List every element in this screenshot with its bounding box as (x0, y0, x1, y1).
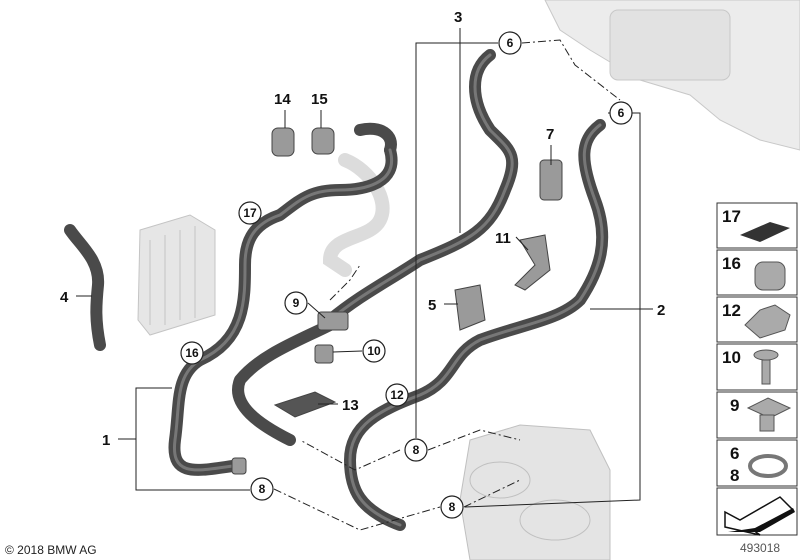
callout-7: 7 (546, 126, 554, 143)
legend-8: 8 (730, 466, 739, 485)
nut-9-icon (746, 397, 792, 432)
callout-4: 4 (60, 289, 69, 306)
legend-17: 17 (722, 207, 741, 226)
callout-9: 9 (293, 296, 300, 310)
screw-10-icon (753, 349, 779, 385)
callout-11: 11 (495, 230, 511, 247)
legend-16: 16 (722, 254, 741, 273)
callout-8-left: 8 (259, 482, 266, 496)
heater-housing-ghost (544, 0, 800, 151)
callout-15: 15 (311, 91, 328, 108)
callout-14: 14 (274, 91, 291, 108)
connector-9 (317, 311, 349, 331)
legend-9: 9 (730, 396, 739, 415)
callout-5: 5 (428, 297, 436, 314)
arrow-icon (724, 496, 795, 536)
hose-16-lower (232, 319, 336, 446)
clip-12-icon (744, 304, 791, 339)
clamp-16-icon (754, 261, 786, 291)
engine-ghost (459, 424, 611, 560)
callout-12: 12 (390, 388, 404, 402)
hose-top-clamp (354, 122, 397, 156)
clamp-14 (271, 127, 295, 157)
callout-17: 17 (243, 206, 257, 220)
callout-3: 3 (454, 9, 462, 26)
callout-8-middle: 8 (413, 443, 420, 457)
dash-lines (273, 39, 621, 531)
holder-5 (454, 284, 486, 331)
diagram-number: 493018 (740, 541, 781, 555)
fitting-10 (314, 344, 334, 364)
pad-13 (273, 391, 337, 418)
parts-legend-panel: 17 16 12 10 9 6 8 (716, 202, 798, 536)
small-parts (231, 127, 563, 475)
callout-8-right: 8 (449, 500, 456, 514)
ghost-hose (322, 153, 390, 277)
callout-10: 10 (367, 344, 381, 358)
clamp-15 (311, 127, 335, 155)
callout-16: 16 (185, 346, 199, 360)
circled-callouts (180, 31, 633, 519)
pad-17-icon (740, 222, 790, 242)
callout-1: 1 (102, 432, 110, 449)
callout-6-top: 6 (507, 36, 514, 50)
callout-6-right: 6 (618, 106, 625, 120)
copyright: © 2018 BMW AG (5, 543, 97, 557)
hoses (64, 49, 609, 531)
connector-8 (231, 457, 247, 475)
bracket-11 (514, 234, 551, 291)
legend-10: 10 (722, 348, 741, 367)
radiator-ghost (137, 214, 216, 336)
callout-2: 2 (657, 302, 665, 319)
legend-12: 12 (722, 301, 741, 320)
bracket-7 (539, 159, 563, 201)
callout-13: 13 (342, 397, 359, 414)
legend-6: 6 (730, 444, 739, 463)
hose-clamp-icon (748, 454, 788, 478)
arrow-shadow-icon (728, 508, 795, 532)
hose-4 (64, 224, 106, 351)
